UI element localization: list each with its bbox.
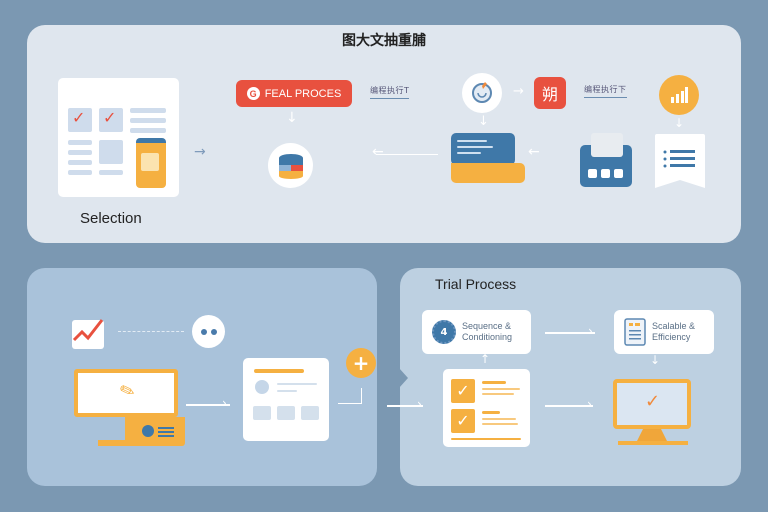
elbow-connector: [338, 388, 362, 404]
red-app-tile[interactable]: 朔: [534, 77, 566, 109]
dashed-connector: [118, 331, 184, 332]
approved-monitor[interactable]: ✓: [613, 379, 691, 429]
checklist-card[interactable]: ✓ ✓: [443, 369, 530, 447]
gear-badge-icon: 4: [432, 320, 456, 344]
arrow-right-icon: →: [194, 144, 206, 160]
arrow-right-icon: ›: [417, 397, 422, 411]
checkbox-checked[interactable]: [99, 108, 123, 132]
bar-chart-icon: [671, 87, 688, 103]
page-title: 图大文抽重脯: [342, 33, 426, 49]
arrow-left-line: [376, 154, 438, 155]
add-button[interactable]: +: [346, 348, 376, 378]
arrow-down-icon: ↓: [674, 116, 685, 130]
arrow-right-line: [545, 405, 593, 407]
link-label[interactable]: 编程执行下: [584, 84, 627, 98]
checkbox-checked[interactable]: [68, 108, 92, 132]
check-icon: ✓: [645, 391, 661, 412]
list-bookmark-icon[interactable]: [655, 134, 705, 188]
document-list-icon: [624, 318, 646, 346]
database-node[interactable]: [268, 143, 313, 188]
arrow-right-icon: ›: [222, 396, 227, 410]
checkbox-checked[interactable]: ✓: [451, 379, 475, 403]
selection-checklist-card[interactable]: ✓ ✓: [58, 78, 179, 197]
arrow-right-line: [545, 332, 595, 334]
clock-icon: [472, 82, 492, 103]
monitor-device[interactable]: ✎: [74, 369, 178, 417]
g-logo-icon: G: [246, 87, 260, 100]
arrow-right-icon: ›: [587, 397, 592, 411]
monitor-stand: [637, 429, 667, 441]
chat-bubble-node[interactable]: [192, 315, 225, 348]
edit-icon: ✎: [116, 379, 139, 404]
arrow-left-icon: ←: [372, 144, 384, 160]
arrow-right-icon: →: [513, 84, 524, 99]
printer-device[interactable]: [580, 133, 632, 187]
arrow-right-icon: ›: [588, 324, 593, 338]
sequence-card[interactable]: 4 Sequence & Conditioning: [422, 310, 531, 354]
monitor-base: [125, 417, 185, 446]
arrow-down-icon: ↓: [478, 114, 489, 129]
arrow-right-line: [387, 405, 423, 407]
profile-card[interactable]: [243, 358, 329, 441]
chevron-connector: [378, 268, 408, 486]
link-label[interactable]: 编程执行T: [370, 85, 410, 99]
arrow-left-icon: ←: [528, 144, 540, 160]
analytics-node[interactable]: [659, 75, 699, 115]
monitor-foot: [618, 441, 688, 445]
arrow-right-line: [186, 404, 230, 406]
arrow-down-icon: ↓: [286, 110, 298, 126]
checkbox-checked[interactable]: ✓: [451, 409, 475, 433]
timer-node[interactable]: [462, 73, 502, 113]
feal-process-button[interactable]: G FEAL PROCES: [236, 80, 352, 107]
trial-process-title: Trial Process: [435, 276, 517, 292]
trend-chart-icon: [72, 319, 104, 349]
stacked-document-card[interactable]: [451, 133, 515, 165]
database-icon: [278, 153, 303, 179]
selection-label: Selection: [80, 210, 142, 227]
arrow-up-icon: ↑: [480, 352, 491, 366]
stacked-document-base: [451, 163, 525, 183]
check-icon: ✓: [72, 108, 86, 127]
efficiency-card[interactable]: Scalable & Efficiency: [614, 310, 714, 354]
check-icon: ✓: [103, 108, 117, 127]
arrow-down-icon: ↓: [650, 353, 661, 367]
monitor-stand: [98, 440, 128, 446]
document-icon: [136, 138, 166, 188]
